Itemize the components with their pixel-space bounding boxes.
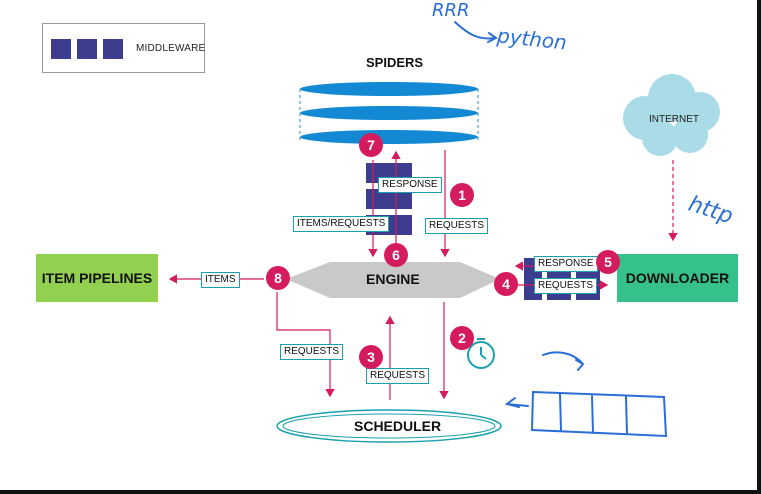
- requests-tag-8: REQUESTS: [280, 344, 344, 360]
- requests-tag-3: REQUESTS: [366, 368, 430, 384]
- step-6-badge: 6: [384, 243, 408, 267]
- item-pipelines-label: ITEM PIPELINES: [41, 270, 153, 286]
- response-tag-downloader: RESPONSE: [534, 256, 598, 272]
- requests-tag-downloader: REQUESTS: [534, 278, 598, 294]
- step-1-badge: 1: [450, 183, 474, 207]
- ink-annotations: [454, 21, 668, 438]
- spiders-stack: [299, 82, 479, 144]
- legend: MIDDLEWARE: [42, 23, 205, 73]
- scheduler-shape: [276, 409, 502, 443]
- items-requests-tag: ITEMS/REQUESTS: [293, 216, 390, 232]
- scheduler-label: SCHEDULER: [354, 418, 442, 434]
- response-tag-spider: RESPONSE: [378, 177, 442, 193]
- handwriting-rrr: RRR: [432, 0, 470, 21]
- step-5-badge: 5: [596, 250, 620, 274]
- legend-label: MIDDLEWARE: [136, 43, 206, 54]
- items-tag: ITEMS: [201, 272, 240, 288]
- middleware-swatch: [51, 39, 71, 59]
- engine-label: ENGINE: [366, 271, 420, 287]
- step-3-badge: 3: [359, 345, 383, 369]
- middleware-swatch: [77, 39, 97, 59]
- internet-cloud: [623, 74, 720, 156]
- downloader-box: DOWNLOADER: [617, 254, 738, 302]
- middleware-swatch: [103, 39, 123, 59]
- engine-shape: [286, 262, 500, 298]
- item-pipelines-box: ITEM PIPELINES: [36, 254, 158, 302]
- step-4-badge: 4: [494, 272, 518, 296]
- step-7-badge: 7: [359, 133, 383, 157]
- internet-label: INTERNET: [649, 114, 699, 125]
- requests-tag-1: REQUESTS: [425, 218, 489, 234]
- step-2-badge: 2: [450, 326, 474, 350]
- step-8-badge: 8: [266, 266, 290, 290]
- timer-icon: [467, 338, 495, 369]
- spiders-label: SPIDERS: [366, 55, 424, 70]
- downloader-label: DOWNLOADER: [625, 270, 730, 286]
